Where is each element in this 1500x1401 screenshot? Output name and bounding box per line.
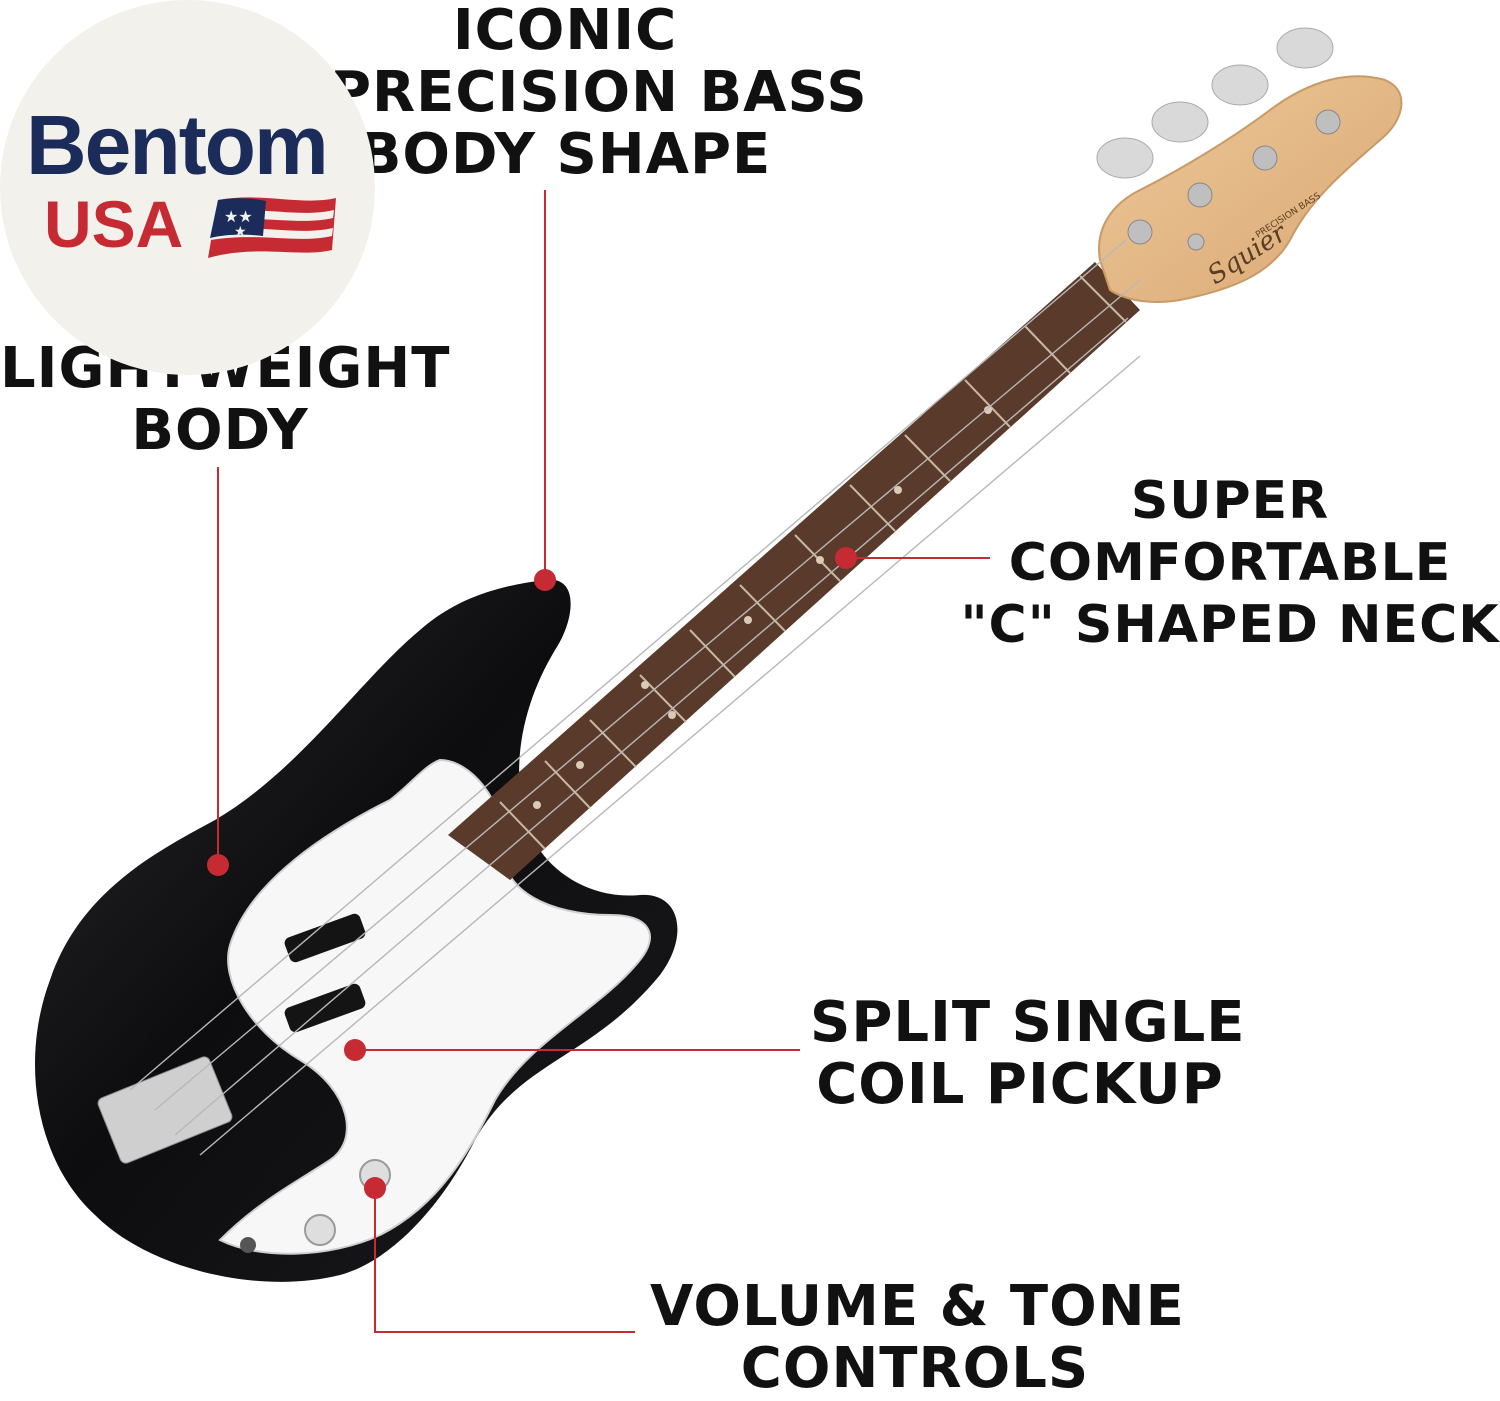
logo-brand-name: Bentom <box>26 98 329 192</box>
tuning-pegs <box>1096 27 1341 251</box>
pickguard <box>218 758 651 1255</box>
callout-pickup: SPLIT SINGLE COIL PICKUP <box>810 990 1246 1117</box>
callout-neck: SUPER COMFORTABLE "C" SHAPED NECK <box>960 471 1500 655</box>
split-pickup <box>284 913 366 1033</box>
pickup-marker <box>344 1039 366 1061</box>
body-shape-marker <box>534 569 556 591</box>
us-flag-icon: ★★ ★ <box>208 197 336 258</box>
fret-markers <box>533 406 992 809</box>
neck-marker <box>835 547 857 569</box>
leader-dots <box>207 547 857 1199</box>
leader-lines <box>217 190 990 1333</box>
bridge <box>97 1056 233 1164</box>
logo-country: USA <box>44 187 184 261</box>
tone-knob <box>304 1214 336 1246</box>
frets <box>499 275 1127 850</box>
svg-text:★★: ★★ <box>224 207 253 226</box>
brand-logo: Bentom USA ★★ ★ <box>0 0 375 375</box>
strings <box>129 239 1141 1156</box>
output-jack <box>240 1237 256 1253</box>
callout-body-shape: ICONIC PRECISION BASS BODY SHAPE <box>330 0 868 187</box>
controls-marker <box>364 1177 386 1199</box>
lightweight-marker <box>207 854 229 876</box>
callout-controls: VOLUME & TONE CONTROLS <box>650 1274 1185 1401</box>
svg-text:★: ★ <box>234 224 247 240</box>
